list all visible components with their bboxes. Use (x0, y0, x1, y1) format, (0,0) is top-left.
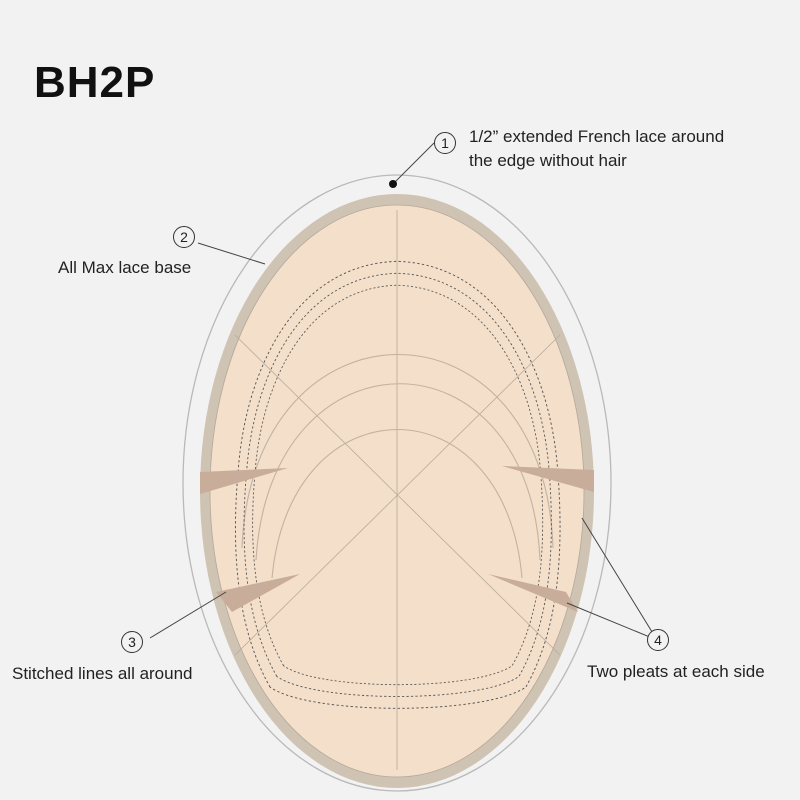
callout-number-4: 4 (647, 629, 669, 651)
callout-text-1-line1: 1/2” extended French lace around (469, 127, 725, 146)
guide-lines (234, 210, 561, 770)
extended-lace-outline (182, 174, 612, 792)
callout-number-1: 1 (434, 132, 456, 154)
pleat-left-upper (200, 468, 288, 494)
callout-text-4: Two pleats at each side (587, 662, 765, 681)
callout-text-3: Stitched lines all around (12, 664, 193, 683)
crown-arches (241, 354, 554, 579)
callout-text-2: All Max lace base (58, 258, 192, 277)
pleat-right-lower (488, 574, 578, 612)
leader-lines (149, 142, 658, 641)
callout-text-1-line2: the edge without hair (469, 151, 627, 170)
product-title: BH2P (34, 58, 156, 107)
pleats (200, 466, 594, 612)
pleat-left-lower (216, 574, 300, 612)
pleat-right-upper (502, 466, 594, 492)
callout-number-2: 2 (173, 226, 195, 248)
callout-number-3: 3 (121, 631, 143, 653)
callout-dot (389, 180, 397, 188)
